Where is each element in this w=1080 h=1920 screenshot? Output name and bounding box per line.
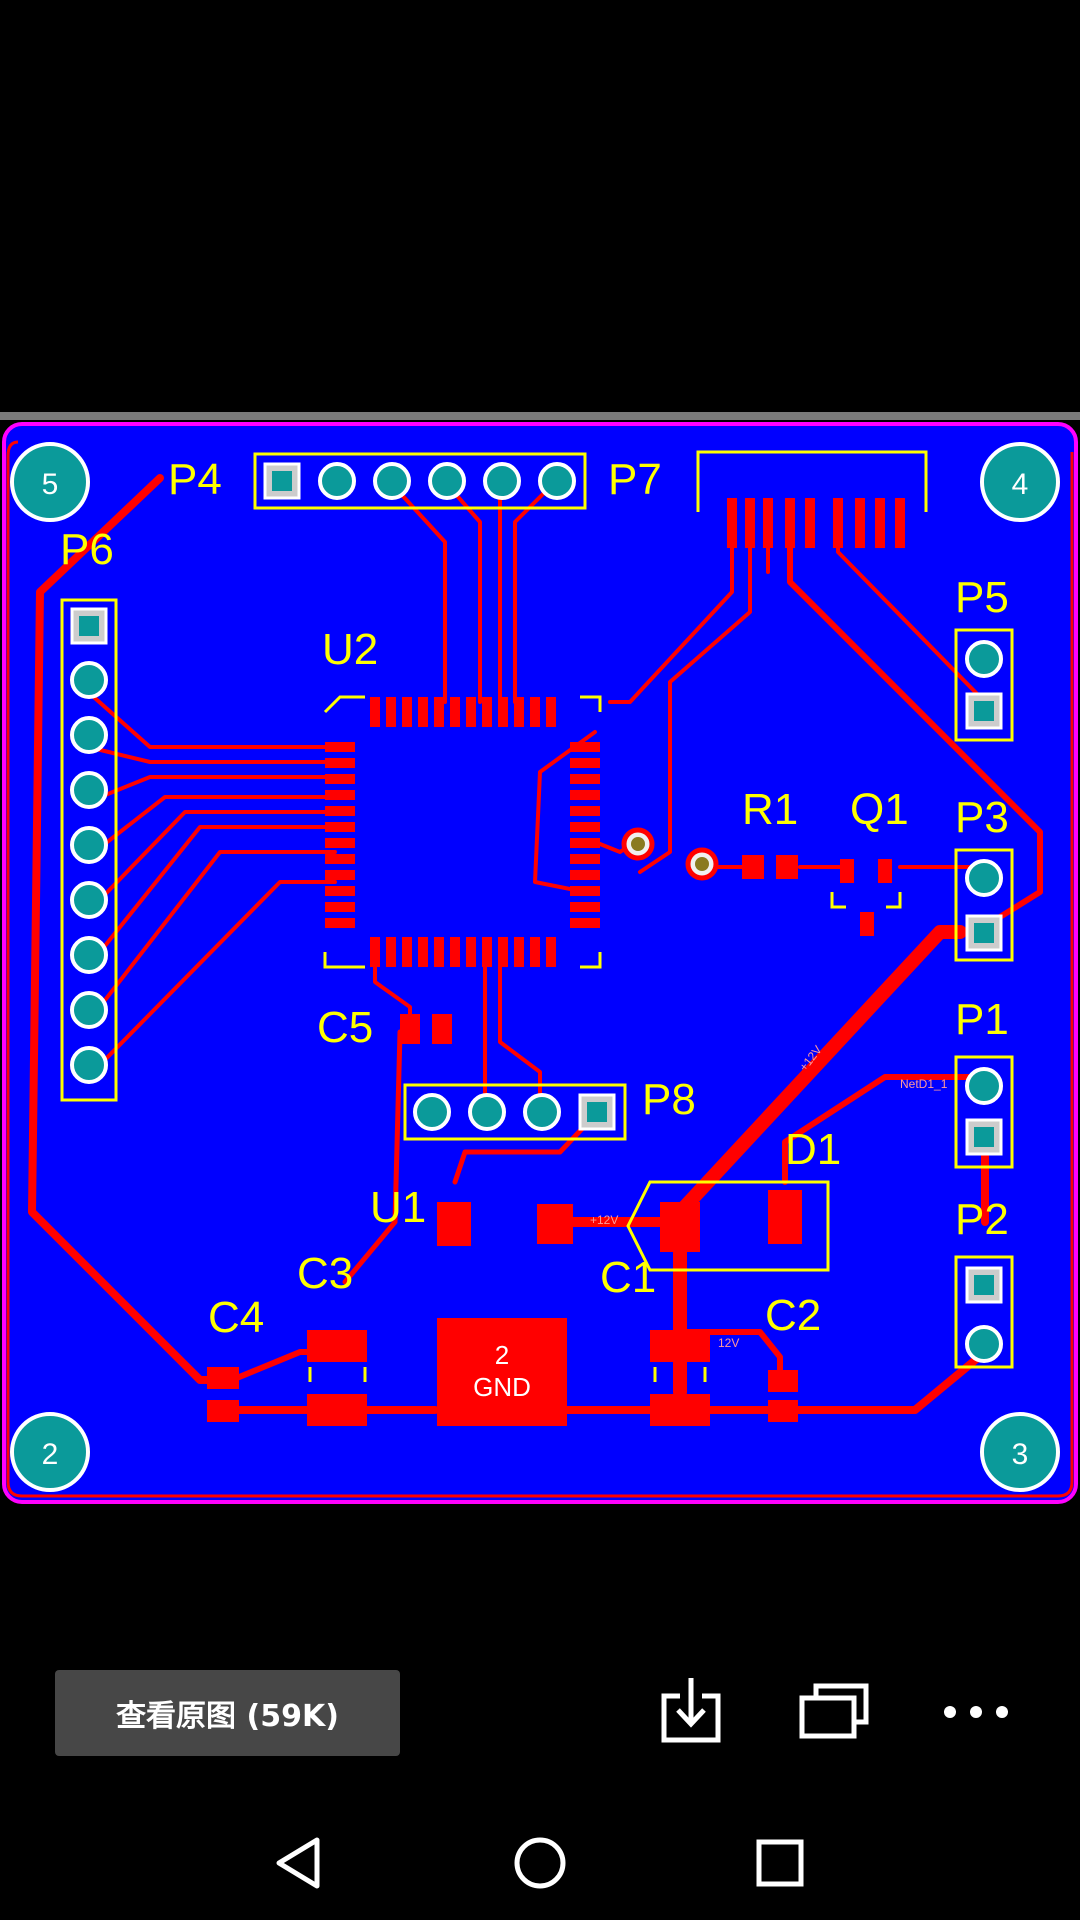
mounting-hole-top-left: 5 [10,442,90,522]
mounting-hole-top-right: 4 [980,442,1060,522]
label-U1: U1 [370,1183,426,1232]
nav-recents-button[interactable] [745,1828,815,1898]
net-label-plus12v-a: +12V [590,1213,618,1227]
label-C4: C4 [208,1293,264,1342]
back-triangle-icon [276,1837,320,1889]
net-label-netd1: NetD1_1 [900,1077,948,1091]
system-navigation-bar [0,1800,1080,1920]
label-P8: P8 [642,1075,696,1124]
download-button[interactable] [652,1674,732,1750]
pcb-layout-image[interactable]: 5 4 2 3 [0,412,1080,1512]
svg-text:4: 4 [1012,468,1029,501]
mounting-hole-bottom-right: 3 [980,1412,1060,1492]
more-icon [944,1706,1008,1718]
multi-window-button[interactable] [794,1674,874,1750]
vias [621,827,719,881]
label-C2: C2 [765,1291,821,1340]
header-P4-pins [263,462,576,500]
label-Q1: Q1 [850,785,909,834]
label-C1: C1 [600,1253,656,1302]
mounting-hole-bottom-left: 2 [10,1412,90,1492]
svg-text:3: 3 [1012,1438,1029,1471]
view-original-button[interactable]: 查看原图 (59K) [55,1670,400,1756]
recents-square-icon [756,1839,804,1887]
label-C3: C3 [297,1249,353,1298]
label-R1: R1 [742,785,798,834]
download-icon [661,1678,721,1743]
label-P6: P6 [60,525,114,574]
net-label-12v: 12V [718,1336,739,1350]
label-C5: C5 [317,1003,373,1052]
svg-text:GND: GND [473,1372,531,1402]
nav-back-button[interactable] [265,1828,335,1898]
multi-window-icon [799,1683,869,1739]
header-P6-pins [70,607,108,1084]
chip-U2-pads [325,697,600,967]
svg-text:2: 2 [495,1340,509,1370]
nav-home-button[interactable] [505,1828,575,1898]
connector-P7-pads [727,498,905,548]
label-D1: D1 [785,1125,841,1174]
gnd-pad: 2 GND [437,1318,567,1426]
more-button[interactable] [936,1674,1016,1750]
label-P5: P5 [955,573,1009,622]
label-P1: P1 [955,995,1009,1044]
label-P4: P4 [168,455,222,504]
label-P2: P2 [955,1195,1009,1244]
svg-text:2: 2 [42,1438,59,1471]
home-circle-icon [514,1837,566,1889]
label-U2: U2 [322,625,378,674]
label-P7: P7 [608,455,662,504]
label-P3: P3 [955,793,1009,842]
svg-text:5: 5 [42,468,59,501]
image-toolbar: 查看原图 (59K) [0,1640,1080,1780]
